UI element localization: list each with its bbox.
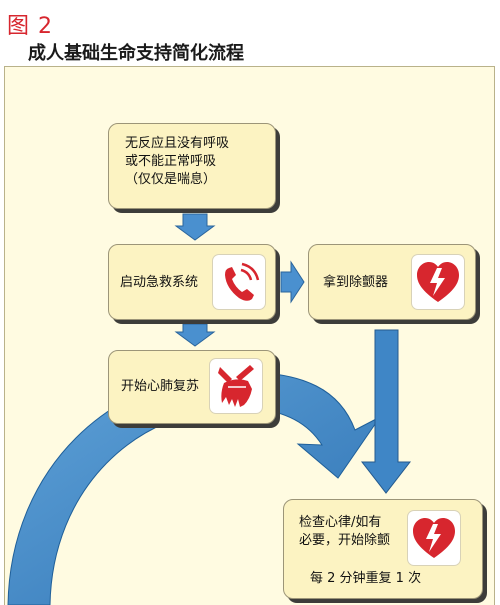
heart-lightning-icon-tile-2 [408, 511, 460, 565]
right-arrow [280, 260, 305, 304]
start-cpr-box: 开始心肺复苏 [108, 350, 276, 424]
repeat-note-text: 每 2 分钟重复 1 次 [310, 571, 422, 586]
no-response-text: 无反应且没有呼吸 或不能正常呼吸 （仅仅是喘息） [125, 136, 230, 187]
heart-lightning-icon [417, 262, 459, 302]
check-rhythm-text: 检查心律/如有 必要，开始除颤 [299, 515, 391, 548]
figure-label: 图 2 [7, 14, 53, 39]
heart-lightning-icon [413, 518, 455, 558]
phone-icon [225, 262, 260, 301]
check-rhythm-box: 检查心律/如有 必要，开始除颤 每 2 分钟重复 1 次 [283, 499, 483, 599]
compression-hands-icon-tile [210, 359, 262, 413]
cpr-loop-arrow [7, 371, 381, 605]
down-arrow-2 [174, 323, 216, 347]
activate-ems-box: 启动急救系统 [108, 244, 276, 320]
phone-icon-tile [213, 255, 265, 309]
heart-lightning-icon-tile [412, 255, 464, 309]
get-aed-box: 拿到除颤器 [308, 244, 476, 320]
start-cpr-text: 开始心肺复苏 [121, 379, 200, 394]
figure-header: 图 2 成人基础生命支持简化流程 [0, 0, 500, 66]
compression-hands-icon [218, 365, 254, 407]
no-response-box: 无反应且没有呼吸 或不能正常呼吸 （仅仅是喘息） [108, 123, 276, 209]
activate-ems-text: 启动急救系统 [120, 275, 199, 290]
down-arrow-1 [174, 213, 216, 241]
figure-title: 成人基础生命支持简化流程 [28, 43, 244, 64]
aed-down-arrow [360, 329, 412, 494]
get-aed-text: 拿到除颤器 [323, 275, 389, 290]
